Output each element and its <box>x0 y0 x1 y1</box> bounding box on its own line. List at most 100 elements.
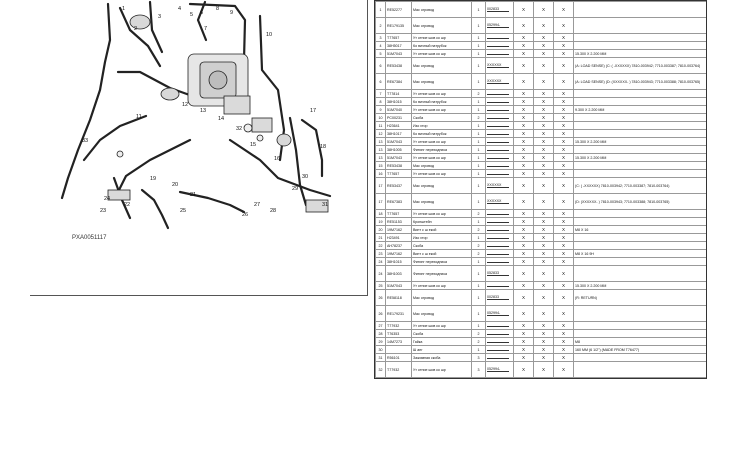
description-cell: Ш анг <box>411 345 472 354</box>
serial-range-cell <box>485 225 514 234</box>
remarks-cell <box>573 353 706 362</box>
quantity-cell: 1 <box>471 305 486 322</box>
remarks-cell: 15.300 X 2.200 MM <box>573 137 706 146</box>
ref-cell: 24 <box>375 265 386 282</box>
remarks-cell: 15.300 X 2.200 MM <box>573 49 706 58</box>
ref-cell: 10 <box>375 113 386 122</box>
callout-label: 32 <box>236 126 242 132</box>
quantity-cell: 1 <box>471 153 486 162</box>
applicability-mark: X <box>533 345 554 354</box>
serial-range-cell <box>485 145 514 154</box>
applicability-mark: X <box>513 33 534 42</box>
part-number-cell: RE53438 <box>385 161 412 170</box>
serial-range <box>487 253 509 255</box>
description-cell: Мас огровод <box>411 1 472 18</box>
applicability-mark: X <box>553 193 574 210</box>
serial-range-cell <box>485 281 514 290</box>
applicability-mark: X <box>533 121 554 130</box>
applicability-mark: X <box>533 161 554 170</box>
quantity-cell: 1 <box>471 345 486 354</box>
description-cell: Ко вичный патрубок <box>411 129 472 138</box>
quantity-cell: 3 <box>471 353 486 362</box>
applicability-mark: X <box>553 289 574 306</box>
quantity-cell: 1 <box>471 169 486 178</box>
serial-range-cell <box>485 233 514 242</box>
part-number-cell: 38H5112 <box>385 377 412 378</box>
serial-range: 052994- <box>487 23 509 28</box>
applicability-mark: X <box>533 249 554 258</box>
remarks-cell: (C: ( -XXXXXX) 7810-003942; 7710-003387;… <box>573 177 706 194</box>
remarks-cell: (A: LOAD SENSE) (C: ( -XXXXXX) 7810-0039… <box>573 57 706 74</box>
quantity-cell: 1 <box>471 321 486 330</box>
remarks-cell <box>573 233 706 242</box>
quantity-cell: 1 <box>471 97 486 106</box>
part-number-cell: RE179231 <box>385 305 412 322</box>
serial-range-cell <box>485 161 514 170</box>
serial-range <box>487 245 509 247</box>
ref-cell: 26 <box>375 289 386 306</box>
quantity-cell: 1 <box>471 377 486 378</box>
quantity-cell: 1 <box>471 161 486 170</box>
description-cell: Ут отние шов ко шр <box>411 33 472 42</box>
serial-range <box>487 213 509 215</box>
ref-cell: 19 <box>375 217 386 226</box>
serial-range-cell: 052833 <box>485 265 514 282</box>
ref-cell: 7 <box>375 89 386 98</box>
callout-label: 16 <box>274 156 280 162</box>
callout-label: 13 <box>200 108 206 114</box>
applicability-mark: X <box>513 289 534 306</box>
ref-cell: 17 <box>375 193 386 210</box>
applicability-mark: X <box>533 153 554 162</box>
part-number-cell: 51M7043 <box>385 49 412 58</box>
applicability-mark: X <box>513 73 534 90</box>
applicability-mark: X <box>553 17 574 34</box>
description-cell: Мас огровод <box>411 305 472 322</box>
applicability-mark: X <box>553 281 574 290</box>
ref-cell: 2 <box>375 17 386 34</box>
applicability-mark: X <box>513 153 534 162</box>
applicability-mark: X <box>533 177 554 194</box>
description-cell: Фитинг переходника <box>411 145 472 154</box>
part-number-cell <box>385 345 412 354</box>
remarks-cell <box>573 1 706 18</box>
applicability-mark: X <box>553 153 574 162</box>
applicability-mark: X <box>553 105 574 114</box>
applicability-mark: X <box>553 217 574 226</box>
applicability-mark: X <box>533 169 554 178</box>
ref-cell: 25 <box>375 281 386 290</box>
serial-range-cell <box>485 329 514 338</box>
hose-clamp <box>129 14 151 30</box>
description-cell: Винт с ш екой <box>411 249 472 258</box>
serial-range <box>487 93 509 95</box>
part-number-cell: 14M7273 <box>385 337 412 346</box>
quantity-cell: 2 <box>471 113 486 122</box>
part-number-cell: RE67383 <box>385 193 412 210</box>
ref-cell: 24 <box>375 257 386 266</box>
serial-range-cell <box>485 249 514 258</box>
description-cell: Мас огровод <box>411 57 472 74</box>
ref-cell: 27 <box>375 321 386 330</box>
callout-label: 25 <box>180 208 186 214</box>
callout-label: 21 <box>190 192 196 198</box>
applicability-mark: X <box>553 177 574 194</box>
part-number-cell: 38H5017 <box>385 41 412 50</box>
remarks-cell: 15.300 X 2.200 MM <box>573 281 706 290</box>
applicability-mark: X <box>533 41 554 50</box>
remarks-cell: (A: LOAD SENSE) (D: (XXXXXX- ) 7810-0039… <box>573 73 706 90</box>
description-cell: Мас огровод <box>411 289 472 306</box>
